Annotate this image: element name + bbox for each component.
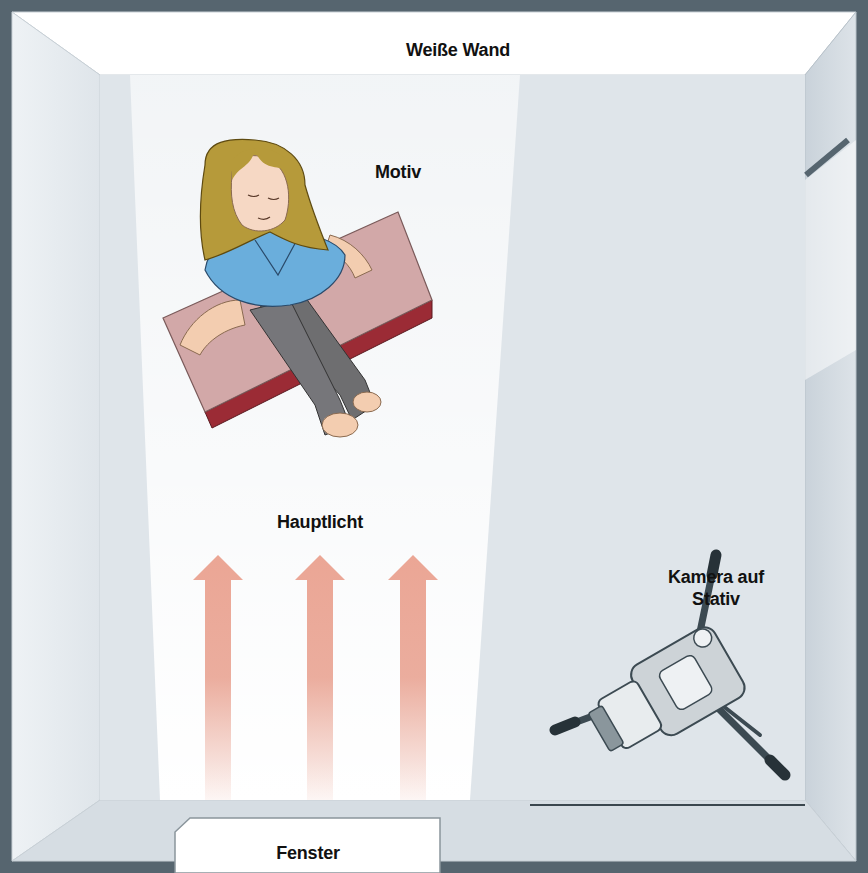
wall-band: Weiße Wand bbox=[330, 36, 586, 64]
top-wall bbox=[12, 12, 856, 75]
camera-tripod bbox=[555, 555, 785, 775]
light-beam bbox=[130, 75, 520, 800]
scene-label: Hauptlicht bbox=[250, 511, 390, 533]
wall-line bbox=[530, 804, 805, 806]
subject-figure bbox=[163, 139, 432, 437]
right-wall bbox=[805, 12, 856, 861]
left-wall bbox=[12, 12, 100, 861]
door bbox=[805, 140, 856, 380]
node-text: Fenster bbox=[276, 842, 340, 864]
scene-label: Motiv bbox=[338, 161, 458, 183]
window-box: Fenster bbox=[176, 832, 440, 873]
scene-label: Kamera auf Stativ bbox=[664, 566, 768, 610]
floor bbox=[12, 12, 856, 861]
light-arrows bbox=[193, 555, 438, 800]
door-edge bbox=[806, 140, 848, 175]
window-shape bbox=[175, 818, 440, 873]
node-text: Weiße Wand bbox=[406, 39, 510, 61]
floor-area bbox=[100, 75, 805, 800]
